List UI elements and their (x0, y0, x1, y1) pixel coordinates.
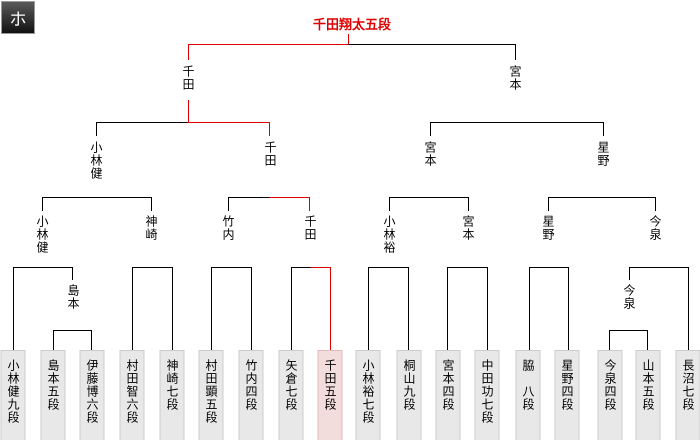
player-name: 中田功七段 (480, 359, 494, 424)
final-right-label: 宮本 (508, 65, 522, 91)
player-name: 星野四段 (560, 359, 574, 411)
player-name: 宮本四段 (441, 359, 455, 411)
player-box[interactable]: 今泉四段 (597, 350, 623, 440)
player-name: 竹内四段 (244, 359, 258, 411)
player-name: 伊藤博六段 (85, 359, 99, 424)
player-box[interactable]: 脇 八段 (515, 350, 541, 440)
player-box[interactable]: 村田顕五段 (198, 350, 224, 440)
player-name: 千田五段 (323, 359, 337, 411)
player-name: 小林健九段 (6, 359, 20, 424)
player-box[interactable]: 山本五段 (635, 350, 661, 440)
final-left-label: 千田 (181, 65, 195, 91)
player-name: 小林裕七段 (361, 359, 375, 424)
player-name: 村田智六段 (125, 359, 139, 424)
r1-label: 島本 (66, 284, 80, 310)
player-name: 山本五段 (641, 359, 655, 411)
champion-name: 千田翔太五段 (312, 18, 391, 33)
player-box[interactable]: 島本五段 (40, 350, 66, 440)
qf-label: 竹内 (221, 215, 235, 241)
player-name: 島本五段 (46, 359, 60, 411)
player-box[interactable]: 星野四段 (554, 350, 580, 440)
qf-label: 宮本 (461, 215, 475, 241)
r1-label: 今泉 (622, 284, 636, 310)
player-name: 村田顕五段 (204, 359, 218, 424)
block-badge: ホ (1, 1, 35, 34)
player-box[interactable]: 桐山九段 (396, 350, 422, 440)
qf-label: 小林裕 (382, 215, 396, 254)
player-box[interactable]: 長沼七段 (675, 350, 700, 440)
player-box[interactable]: 千田五段 (317, 350, 343, 440)
player-name: 長沼七段 (681, 359, 695, 411)
semi-label: 星野 (596, 141, 610, 167)
player-box[interactable]: 伊藤博六段 (79, 350, 105, 440)
player-box[interactable]: 神崎七段 (159, 350, 185, 440)
player-name: 神崎七段 (165, 359, 179, 411)
semi-label: 小林健 (89, 141, 103, 180)
player-box[interactable]: 小林裕七段 (355, 350, 381, 440)
player-name: 今泉四段 (603, 359, 617, 411)
player-box[interactable]: 村田智六段 (119, 350, 145, 440)
player-box[interactable]: 竹内四段 (238, 350, 264, 440)
player-box[interactable]: 小林健九段 (0, 350, 26, 440)
player-name: 桐山九段 (402, 359, 416, 411)
semi-label: 宮本 (423, 141, 437, 167)
player-box[interactable]: 中田功七段 (474, 350, 500, 440)
player-name: 脇 八段 (521, 359, 535, 411)
qf-label: 神崎 (144, 215, 158, 241)
qf-label: 千田 (303, 215, 317, 241)
semi-label: 千田 (263, 141, 277, 167)
qf-label: 星野 (541, 215, 555, 241)
qf-label: 今泉 (648, 215, 662, 241)
player-box[interactable]: 宮本四段 (435, 350, 461, 440)
player-box[interactable]: 矢倉七段 (278, 350, 304, 440)
player-name: 矢倉七段 (284, 359, 298, 411)
qf-label: 小林健 (35, 215, 49, 254)
